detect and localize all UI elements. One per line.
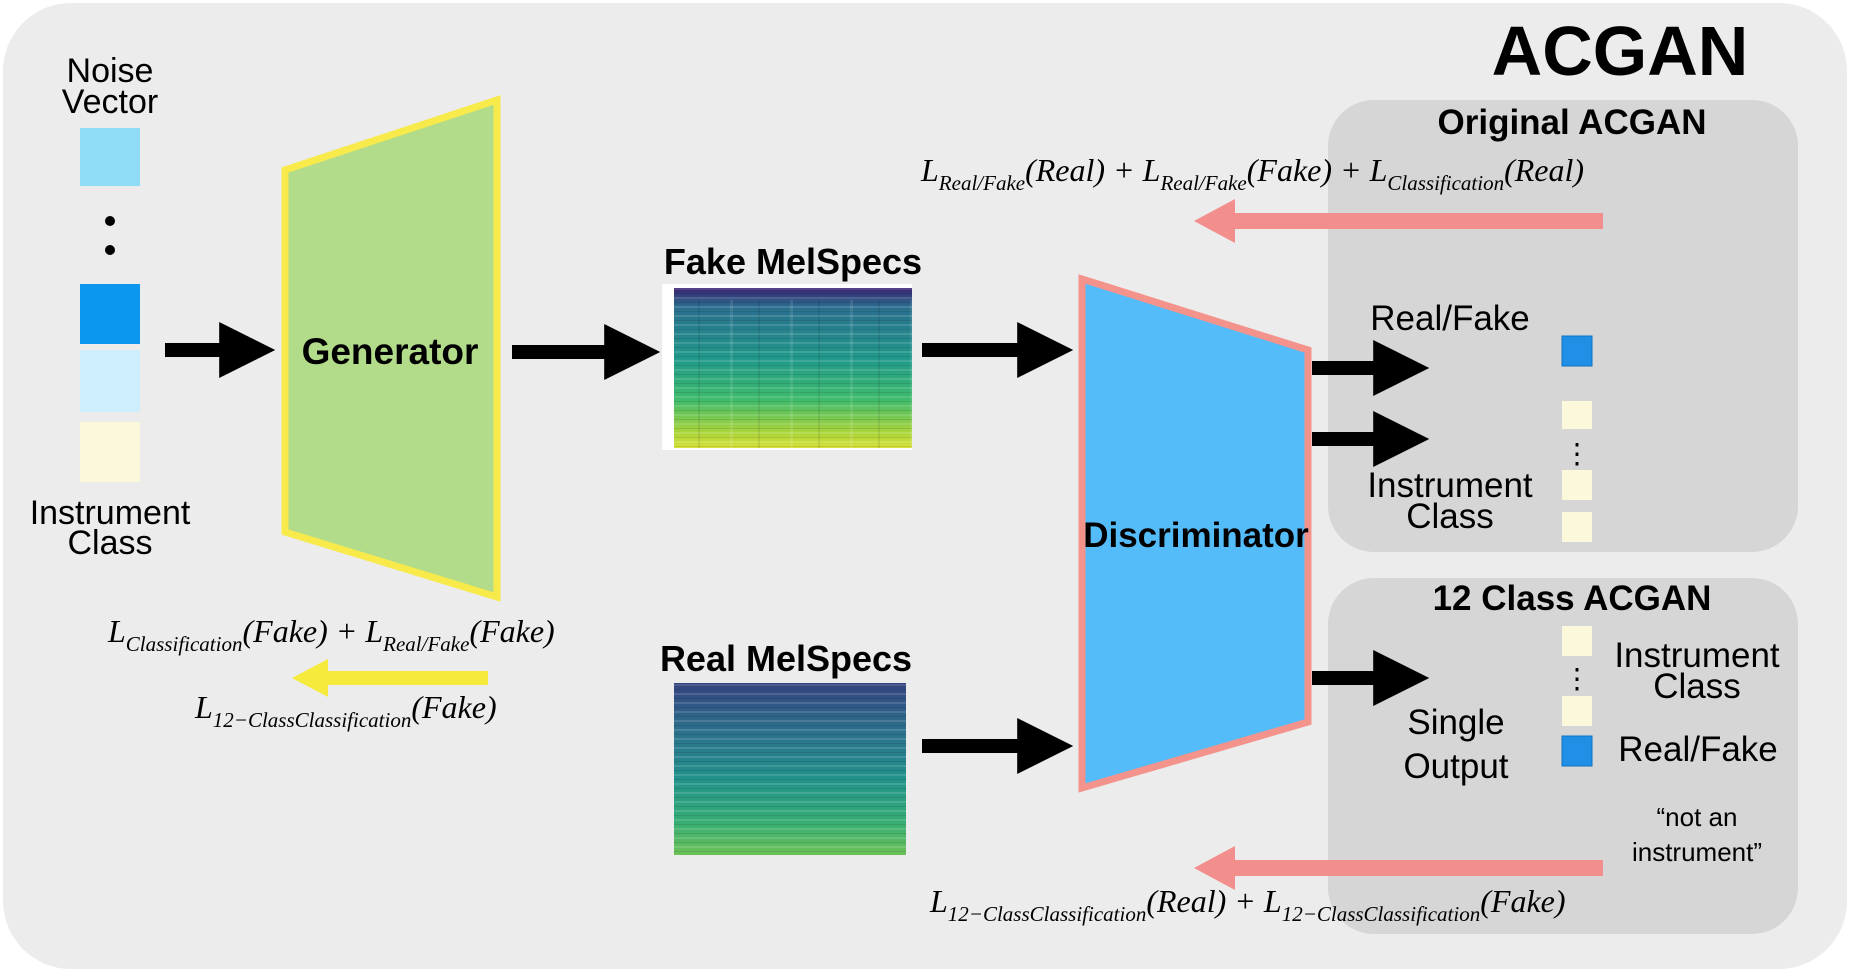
- noise-cell-2: [80, 284, 140, 344]
- not-instrument-note-2: instrument”: [1632, 837, 1762, 867]
- noise-dot-1: [105, 216, 115, 226]
- original-acgan-title: Original ACGAN: [1438, 103, 1707, 142]
- generator-label: Generator: [302, 331, 479, 372]
- not-instrument-note-1: “not an: [1657, 802, 1738, 832]
- original-class-label-1: Instrument: [1367, 466, 1533, 505]
- real-melspec-texture: [674, 683, 906, 855]
- class12-realfake-cell: [1561, 735, 1593, 767]
- class12-realfake-label: Real/Fake: [1618, 730, 1778, 769]
- generator-loss-line-2: L12−ClassClassification(Fake): [194, 689, 497, 732]
- noise-vector-label-1: Noise: [67, 52, 154, 90]
- single-output-label-2: Output: [1403, 747, 1508, 786]
- original-realfake-label: Real/Fake: [1370, 299, 1530, 338]
- class12-class-dots: ⋮: [1563, 663, 1591, 694]
- generator-loss-line-1: LClassification(Fake) + LReal/Fake(Fake): [107, 613, 555, 656]
- class12-class-label-2: Class: [1653, 667, 1741, 706]
- fake-melspec-texture-v: [674, 300, 912, 448]
- original-loss-arrow: [1194, 199, 1603, 243]
- diagram-title: ACGAN: [1492, 12, 1749, 90]
- discriminator-label: Discriminator: [1083, 516, 1309, 555]
- class12-acgan-title: 12 Class ACGAN: [1433, 579, 1712, 618]
- original-realfake-cell: [1561, 335, 1593, 367]
- original-class-cell-3: [1562, 512, 1592, 542]
- instrument-class-label-2: Class: [67, 524, 152, 562]
- noise-cell-3: [80, 350, 140, 412]
- fake-melspecs-label: Fake MelSpecs: [664, 241, 922, 282]
- original-class-cell-1: [1562, 401, 1592, 429]
- noise-vector-label-2: Vector: [62, 83, 158, 121]
- single-output-label-1: Single: [1407, 703, 1504, 742]
- real-melspecs-label: Real MelSpecs: [660, 638, 912, 679]
- original-class-dots: ⋮: [1563, 438, 1591, 469]
- original-class-cell-2: [1562, 470, 1592, 500]
- class12-loss-arrow: [1194, 846, 1603, 890]
- noise-cell-1: [80, 128, 140, 186]
- class12-class-cell-2: [1562, 696, 1592, 726]
- generator-loss-arrow: [292, 659, 488, 697]
- original-acgan-loss: LReal/Fake(Real) + LReal/Fake(Fake) + LC…: [920, 152, 1584, 195]
- class12-loss: L12−ClassClassification(Real) + L12−Clas…: [929, 883, 1566, 926]
- class12-class-label-1: Instrument: [1614, 636, 1780, 675]
- instrument-class-cell: [80, 422, 140, 482]
- noise-dot-2: [105, 245, 115, 255]
- original-class-label-2: Class: [1406, 497, 1494, 536]
- generator-block: [281, 95, 501, 602]
- discriminator-block: [1078, 274, 1312, 793]
- class12-class-cell-1: [1562, 626, 1592, 656]
- instrument-class-label-1: Instrument: [30, 494, 191, 532]
